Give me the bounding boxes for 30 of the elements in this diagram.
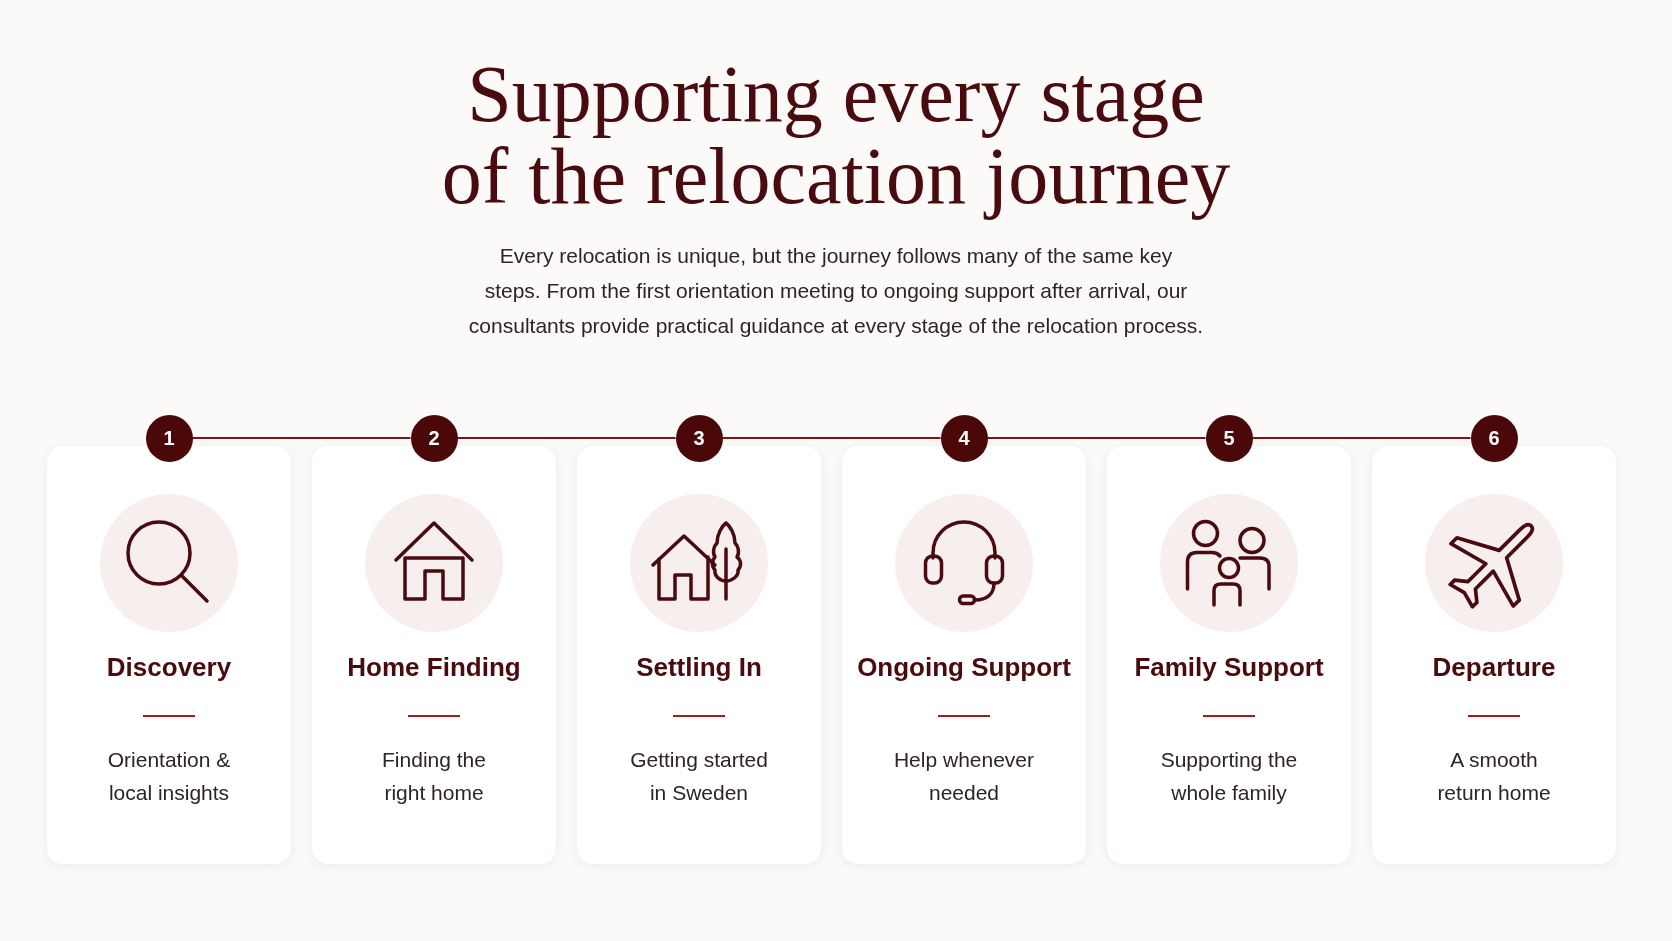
step-card — [1372, 446, 1616, 864]
step-description: Getting started in Sweden — [629, 747, 769, 806]
step-description: A smooth return home — [1436, 747, 1552, 806]
step-number: 1 — [145, 414, 193, 462]
step-title: Discovery — [106, 651, 232, 683]
step-description: Orientation & local insights — [106, 747, 232, 806]
step-card — [312, 446, 556, 864]
step-description: Help whenever needed — [892, 747, 1036, 806]
step-title: Ongoing Support — [857, 651, 1071, 683]
step-title: Family Support — [1134, 651, 1324, 683]
connector-line — [986, 437, 1207, 439]
step-number: 3 — [675, 414, 723, 462]
step-card — [47, 446, 291, 864]
step-title: Home Finding — [347, 651, 521, 683]
step-title: Departure — [1432, 651, 1556, 683]
step-card — [1107, 446, 1351, 864]
step-card — [577, 446, 821, 864]
connector-line — [1251, 437, 1472, 439]
step-number: 2 — [410, 414, 458, 462]
step-description: Finding the right home — [381, 747, 487, 806]
connector-line — [456, 437, 677, 439]
step-number: 5 — [1205, 414, 1253, 462]
connector-line — [191, 437, 412, 439]
step-number: 6 — [1470, 414, 1518, 462]
step-description: Supporting the whole family — [1159, 747, 1299, 806]
step-card — [842, 446, 1086, 864]
step-title: Settling In — [636, 651, 762, 683]
intro-paragraph: Every relocation is unique, but the journey follows many of the same key steps. From the first orientation meeting to ongoing support after arrival, our consultants provide practical guidance at every stage of the relocation process. — [467, 243, 1205, 339]
connector-line — [721, 437, 942, 439]
step-number: 4 — [940, 414, 988, 462]
